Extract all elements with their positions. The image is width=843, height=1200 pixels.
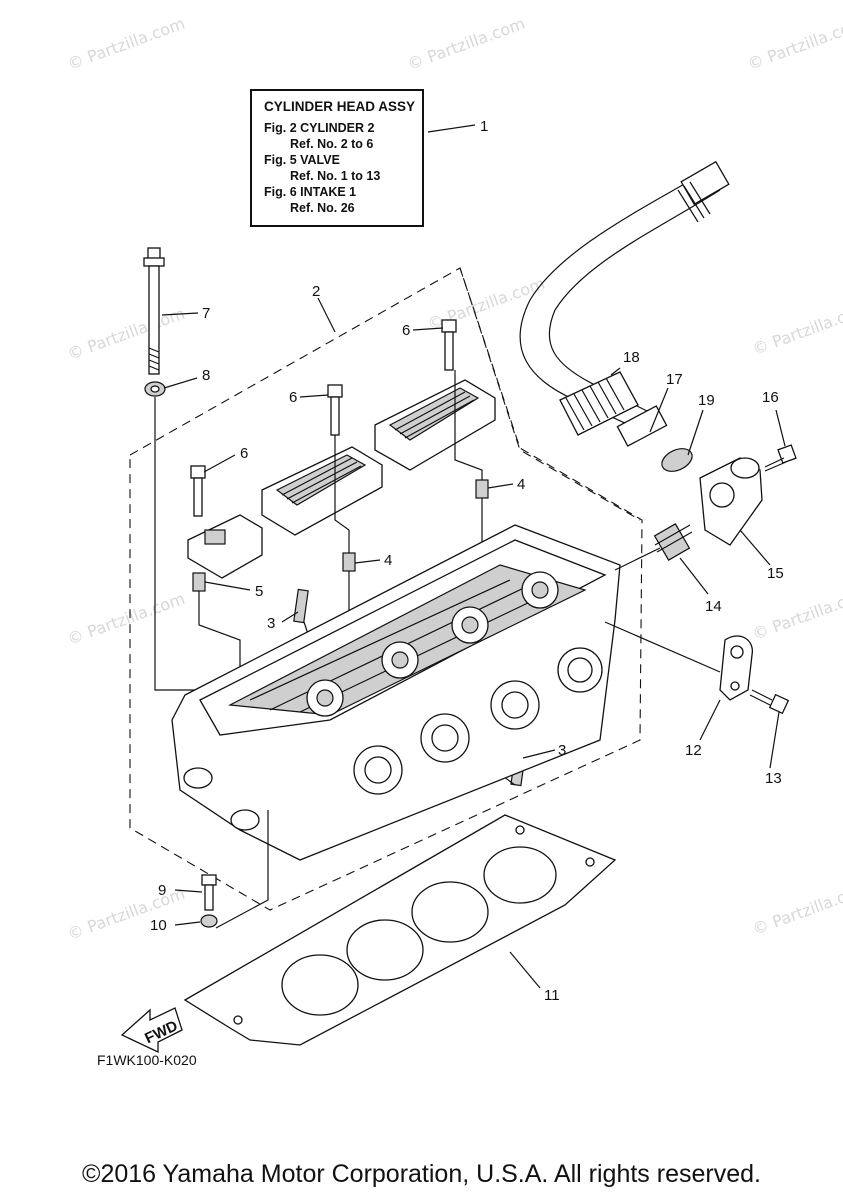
callout-6: 6 bbox=[402, 322, 410, 339]
small-bolt bbox=[201, 874, 217, 911]
top-cover-outline bbox=[459, 267, 641, 521]
dowel-pin bbox=[192, 572, 206, 592]
watermark: © Partzilla.com bbox=[750, 879, 843, 939]
watermark: © Partzilla.com bbox=[65, 884, 188, 944]
ref-no: Ref. No. 1 to 13 bbox=[290, 169, 381, 183]
callout-6: 6 bbox=[240, 445, 248, 462]
callout-5: 5 bbox=[255, 583, 263, 600]
bearing-cap-middle bbox=[261, 446, 383, 536]
bearing-cap-right bbox=[374, 379, 496, 471]
callout-10: 10 bbox=[150, 917, 167, 934]
watermark: © Partzilla.com bbox=[750, 584, 843, 644]
dowel-pin bbox=[342, 552, 356, 572]
callout-17: 17 bbox=[666, 371, 683, 388]
forward-arrow: FWD bbox=[120, 1007, 183, 1054]
callout-4: 4 bbox=[384, 552, 392, 569]
fig-ref: Fig. 6 INTAKE 1 bbox=[264, 185, 357, 199]
cap-bolt bbox=[190, 465, 206, 517]
copyright-notice: ©2016 Yamaha Motor Corporation, U.S.A. A… bbox=[82, 1160, 761, 1188]
leader-lines bbox=[161, 124, 786, 989]
callout-4: 4 bbox=[517, 476, 525, 493]
callout-8: 8 bbox=[202, 367, 210, 384]
fig-ref: Fig. 2 CYLINDER 2 bbox=[264, 121, 375, 135]
cap-bolt bbox=[441, 319, 457, 371]
watermark: © Partzilla.com bbox=[745, 14, 843, 74]
hose-clamp bbox=[661, 448, 693, 472]
water-hose bbox=[519, 160, 730, 447]
callout-14: 14 bbox=[705, 598, 722, 615]
callout-16: 16 bbox=[762, 389, 779, 406]
diagram-part-code: F1WK100-K020 bbox=[97, 1052, 197, 1068]
cylinder-head-gasket bbox=[183, 814, 617, 1046]
bracket-bolt bbox=[749, 689, 790, 715]
watermark: © Partzilla.com bbox=[750, 299, 843, 359]
callout-19: 19 bbox=[698, 392, 715, 409]
fig-ref: Fig. 5 VALVE bbox=[264, 153, 340, 167]
thermostat-cover bbox=[699, 457, 763, 546]
assembly-reference-box: CYLINDER HEAD ASSY Fig. 2 CYLINDER 2 Ref… bbox=[250, 89, 424, 227]
long-bolt bbox=[143, 247, 165, 375]
callout-6: 6 bbox=[289, 389, 297, 406]
callout-13: 13 bbox=[765, 770, 782, 787]
callout-1: 1 bbox=[480, 118, 488, 135]
watermark: © Partzilla.com bbox=[65, 304, 188, 364]
callout-12: 12 bbox=[685, 742, 702, 759]
valve-guide bbox=[293, 588, 309, 624]
cap-bolt bbox=[327, 384, 343, 436]
assembly-title: CYLINDER HEAD ASSY bbox=[264, 99, 416, 114]
callout-15: 15 bbox=[767, 565, 784, 582]
watermark: © Partzilla.com bbox=[65, 589, 188, 649]
ref-no: Ref. No. 26 bbox=[290, 201, 355, 215]
bearing-cap-left bbox=[187, 514, 263, 579]
callout-2: 2 bbox=[312, 283, 320, 300]
callout-9: 9 bbox=[158, 882, 166, 899]
callouts: 1 2 7 8 6 6 6 4 4 5 3 3 18 17 19 16 15 1… bbox=[150, 118, 784, 1004]
callout-7: 7 bbox=[202, 305, 210, 322]
callout-3: 3 bbox=[558, 742, 566, 759]
callout-3: 3 bbox=[267, 615, 275, 632]
thermostat bbox=[653, 523, 693, 561]
cylinder-head bbox=[171, 524, 621, 861]
dowel-pin bbox=[475, 479, 489, 499]
watermark: © Partzilla.com bbox=[405, 14, 528, 74]
cover-bolt bbox=[764, 444, 797, 472]
ref-no: Ref. No. 2 to 6 bbox=[290, 137, 374, 151]
small-washer bbox=[200, 914, 218, 928]
callout-11: 11 bbox=[544, 987, 560, 1004]
callout-18: 18 bbox=[623, 349, 640, 366]
bracket-plate bbox=[719, 635, 753, 701]
watermark: © Partzilla.com bbox=[65, 14, 188, 74]
